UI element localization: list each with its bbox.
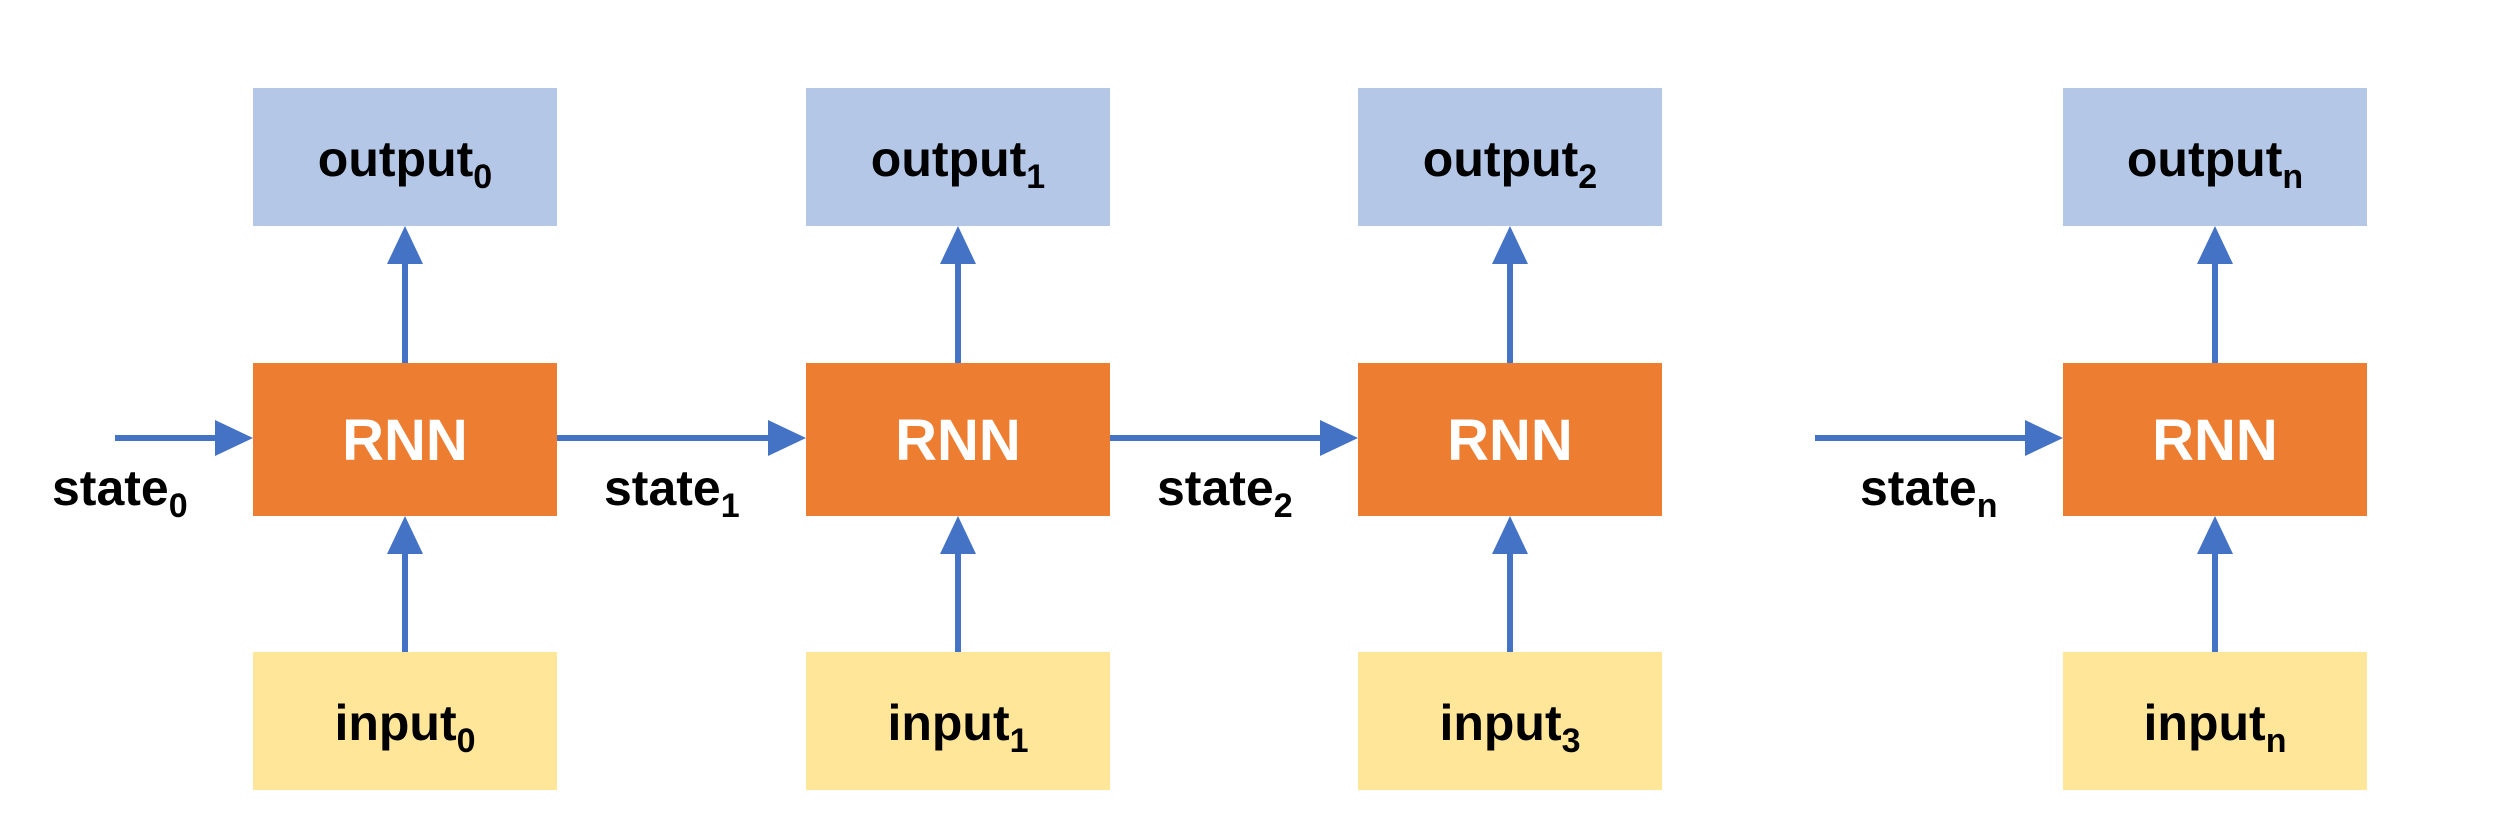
arrowhead-input-to-rnn-n xyxy=(2197,516,2233,554)
output-box-2 xyxy=(1358,88,1662,226)
input-box-n xyxy=(2063,652,2367,790)
arrowhead-rnn-to-output-n xyxy=(2197,226,2233,264)
output-box-1 xyxy=(806,88,1110,226)
state-label-n: staten xyxy=(1860,460,1998,525)
rnn-cell-n: outputn RNN inputn staten xyxy=(1815,88,2367,790)
arrowhead-rnn-to-output-0 xyxy=(387,226,423,264)
state-label-2: state2 xyxy=(1157,460,1293,525)
rnn-box-1 xyxy=(806,363,1110,516)
output-label-n: outputn xyxy=(2127,131,2303,196)
output-label-2: output2 xyxy=(1423,131,1597,196)
rnn-label-0: RNN xyxy=(342,408,468,473)
rnn-box-0 xyxy=(253,363,557,516)
rnn-cell-2: output2 RNN input3 state2 xyxy=(1110,88,1662,790)
input-label-0: input0 xyxy=(334,695,475,760)
rnn-label-2: RNN xyxy=(1447,408,1573,473)
rnn-cell-1: output1 RNN input1 state1 xyxy=(557,88,1110,790)
output-box-n xyxy=(2063,88,2367,226)
arrowhead-state-in-1 xyxy=(768,420,806,456)
output-label-0: output0 xyxy=(318,131,492,196)
rnn-box-n xyxy=(2063,363,2367,516)
arrowhead-input-to-rnn-2 xyxy=(1492,516,1528,554)
rnn-label-n: RNN xyxy=(2152,408,2278,473)
input-box-0 xyxy=(253,652,557,790)
arrowhead-input-to-rnn-1 xyxy=(940,516,976,554)
input-box-1 xyxy=(806,652,1110,790)
input-box-2 xyxy=(1358,652,1662,790)
arrowhead-rnn-to-output-1 xyxy=(940,226,976,264)
state-label-0: state0 xyxy=(52,460,188,525)
rnn-cell-0: output0 RNN input0 state0 xyxy=(52,88,557,790)
arrowhead-state-in-2 xyxy=(1320,420,1358,456)
rnn-label-1: RNN xyxy=(895,408,1021,473)
output-box-0 xyxy=(253,88,557,226)
rnn-box-2 xyxy=(1358,363,1662,516)
arrowhead-input-to-rnn-0 xyxy=(387,516,423,554)
input-label-n: inputn xyxy=(2144,695,2287,760)
arrowhead-state-in-n xyxy=(2025,420,2063,456)
input-label-2: input3 xyxy=(1439,695,1580,760)
arrowhead-rnn-to-output-2 xyxy=(1492,226,1528,264)
output-label-1: output1 xyxy=(871,131,1045,196)
state-label-1: state1 xyxy=(604,460,740,525)
input-label-1: input1 xyxy=(887,695,1028,760)
arrowhead-state-in-0 xyxy=(215,420,253,456)
